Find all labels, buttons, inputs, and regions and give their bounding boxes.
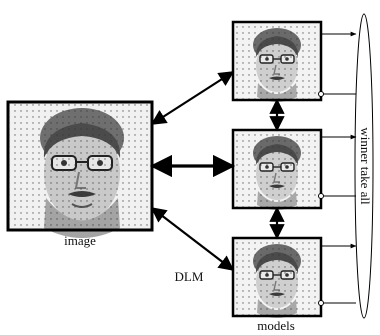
- link-image-model-3: [150, 207, 235, 271]
- input-image: [6, 100, 154, 239]
- dlm-label: DLM: [175, 269, 204, 284]
- winner-take-all-label: winner take all: [358, 127, 373, 205]
- output-line-model-3: [318, 243, 357, 306]
- model-image-1: [231, 20, 323, 103]
- model-image-3: [231, 236, 323, 319]
- model-image-2: [231, 128, 323, 211]
- image-label: image: [64, 233, 96, 248]
- winner-take-all-ellipse: [354, 13, 374, 319]
- models-label: models: [257, 318, 295, 333]
- link-image-model-1: [150, 71, 235, 125]
- output-line-model-1: [318, 31, 357, 97]
- output-line-model-2: [318, 134, 357, 199]
